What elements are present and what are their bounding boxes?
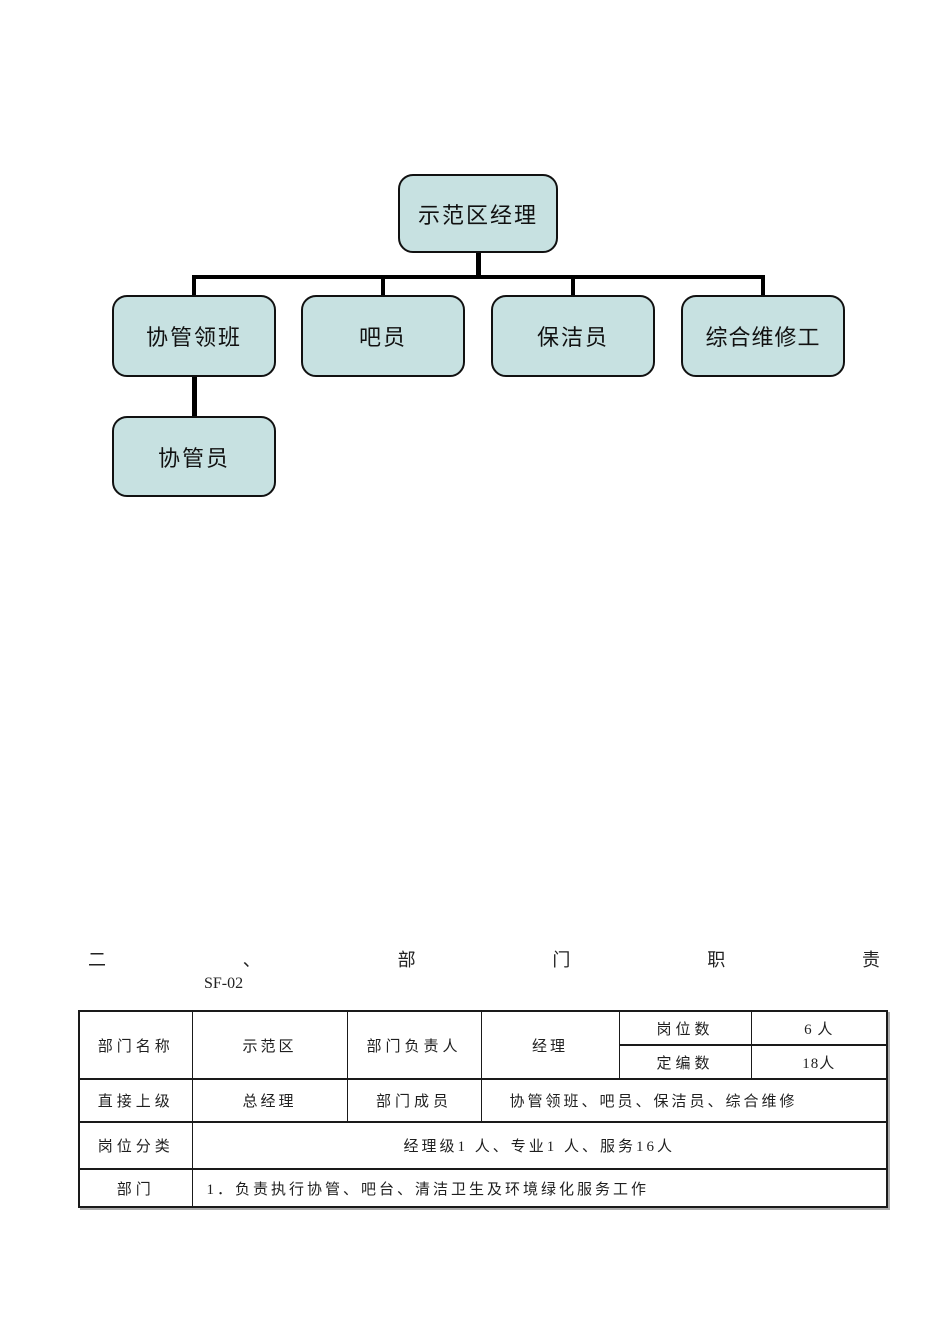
cell-staffing-value: 18人 [750,1044,888,1080]
table-row-header-2: 定编数 18人 [79,1044,888,1080]
department-table: 部门名称 示范区 部门负责人 经理 岗位数 6 人 定编数 18人 直接上级 总… [78,1010,888,1208]
table-row-classification: 岗位分类 经理级1 人、专业1 人、服务16人 [78,1121,888,1170]
table-row-header-1: 部门名称 示范区 部门负责人 经理 岗位数 6 人 [78,1010,888,1080]
cell-superior-value: 总经理 [191,1078,348,1123]
cell-classification-label: 岗位分类 [78,1121,193,1170]
org-box-label: 示范区经理 [417,202,538,228]
org-box-bayuan: 吧员 [301,295,465,377]
heading-char: 责 [861,950,880,970]
connector-drop-baojieyuan [571,275,575,295]
section-code: SF-02 [204,975,244,992]
table-row-duty: 部门 1．负责执行协管、吧台、清洁卫生及环境绿化服务工作 [78,1168,888,1208]
cell-superior-label: 直接上级 [78,1078,193,1123]
org-box-label: 吧员 [358,325,407,350]
heading-char: 、 [242,950,261,970]
heading-char: 二 [88,950,106,970]
org-box-root-manager: 示范区经理 [398,174,558,253]
cell-post-count-label: 岗位数 [618,1010,752,1046]
connector-drop-xieguanlingban [192,275,196,295]
cell-duty-value: 1．负责执行协管、吧台、清洁卫生及环境绿化服务工作 [191,1168,888,1208]
cell-post-count-value: 6 人 [750,1010,888,1046]
cell-dept-label: 部门 [78,1168,193,1208]
cell-classification-value: 经理级1 人、专业1 人、服务16人 [191,1121,888,1170]
cell-members-value: 协管领班、吧员、保洁员、综合维修 [480,1078,888,1123]
connector-xieguanyuan-stub [192,377,197,416]
org-box-label: 协管员 [157,445,230,471]
org-box-label: 综合维修工 [705,325,821,350]
org-box-label: 保洁员 [536,325,609,350]
heading-char: 门 [552,950,571,970]
table-row-superior: 直接上级 总经理 部门成员 协管领班、吧员、保洁员、综合维修 [78,1078,888,1123]
org-box-label: 协管领班 [145,325,242,350]
connector-drop-bayuan [381,275,385,295]
org-box-xieguanyuan: 协管员 [112,416,276,497]
heading-char: 部 [397,950,416,970]
org-box-zongheweixiugong: 综合维修工 [681,295,845,377]
cell-dept-head-label: 部门负责人 [346,1010,482,1080]
cell-dept-head-value: 经理 [480,1010,620,1080]
org-box-xieguanlingban: 协管领班 [112,295,276,377]
org-box-baojieyuan: 保洁员 [491,295,655,377]
cell-dept-name-label: 部门名称 [78,1010,193,1080]
cell-members-label: 部门成员 [346,1078,482,1123]
cell-staffing-label: 定编数 [618,1044,752,1080]
connector-horizontal-bus [192,275,765,279]
connector-root-stub [476,253,481,277]
connector-drop-zongheweixiugong [761,275,765,295]
heading-char: 职 [707,950,726,970]
cell-dept-name-value: 示范区 [191,1010,348,1080]
section-heading: 二 、 部 门 职 责 [88,946,880,972]
